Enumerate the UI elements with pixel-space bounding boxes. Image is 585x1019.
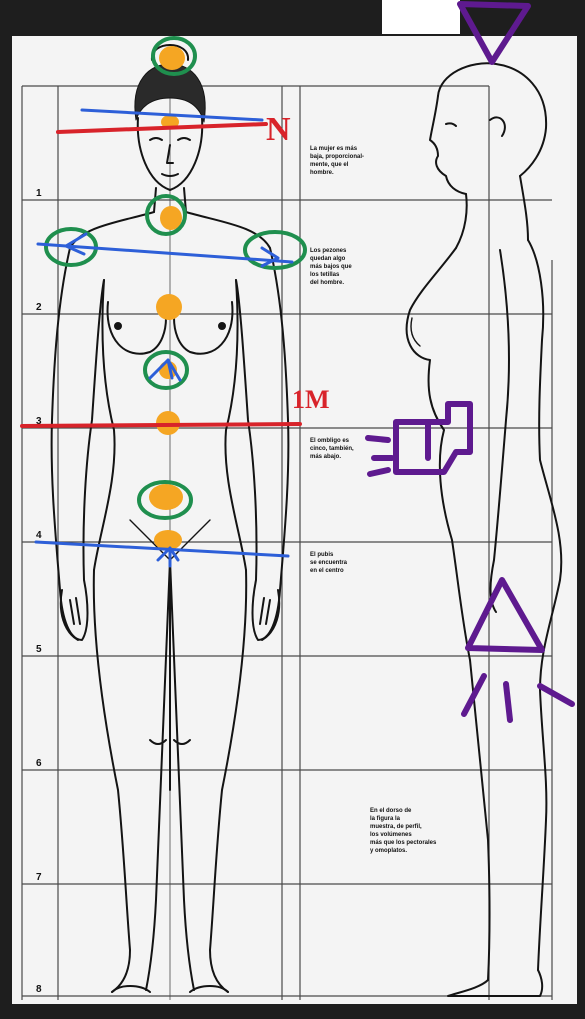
front-left-nipple — [115, 323, 121, 329]
caption-pubis-line-1: El pubis — [310, 552, 334, 558]
row-number-5: 5 — [36, 644, 42, 655]
caption-shoulders-line-5: del hombre. — [310, 280, 344, 286]
caption-navel-line-3: más abajo. — [310, 454, 341, 460]
caption-navel-line-2: cinco, también, — [310, 446, 354, 452]
caption-head-line-1: La mujer es más — [310, 146, 358, 152]
caption-profile-line-3: muestra, de perfil, — [370, 824, 422, 830]
caption-pubis-line-3: en el centro — [310, 568, 344, 574]
row-number-7: 7 — [36, 872, 42, 883]
orange-dot-chest — [156, 294, 182, 320]
caption-profile-line-6: y omoplatos. — [370, 848, 407, 854]
caption-shoulders-line-2: quedan algo — [310, 256, 346, 262]
caption-shoulders-line-1: Los pezones — [310, 248, 347, 254]
red-label-mid: 1M — [292, 385, 330, 414]
caption-pubis-line-2: se encuentra — [310, 560, 348, 566]
caption-shoulders-line-3: más bajos que — [310, 264, 352, 270]
caption-profile-line-2: la figura la — [370, 816, 401, 822]
row-number-4: 4 — [36, 530, 42, 541]
orange-dot-pubis — [154, 530, 182, 550]
caption-shoulders-line-4: los tetillas — [310, 272, 340, 278]
caption-profile-line-4: los volúmenes — [370, 832, 412, 838]
row-number-1: 1 — [36, 188, 42, 199]
row-number-8: 8 — [36, 984, 42, 995]
caption-head-line-3: mente, que el — [310, 162, 349, 168]
white-tab — [382, 0, 460, 34]
caption-navel-line-1: El ombligo es — [310, 438, 350, 444]
paper-sheet — [12, 36, 577, 1004]
orange-dot-belly — [149, 484, 183, 510]
orange-dot-head — [159, 46, 185, 70]
red-line-navel — [22, 424, 300, 426]
front-right-nipple — [219, 323, 225, 329]
caption-head-line-2: baja, proporcional- — [310, 154, 364, 160]
caption-head-line-4: hombre. — [310, 170, 334, 176]
caption-profile-line-1: En el dorso de — [370, 808, 412, 814]
caption-profile-line-5: más que los pectorales — [370, 840, 437, 846]
red-label-top: N — [266, 111, 291, 148]
row-number-2: 2 — [36, 302, 42, 313]
row-number-6: 6 — [36, 758, 42, 769]
